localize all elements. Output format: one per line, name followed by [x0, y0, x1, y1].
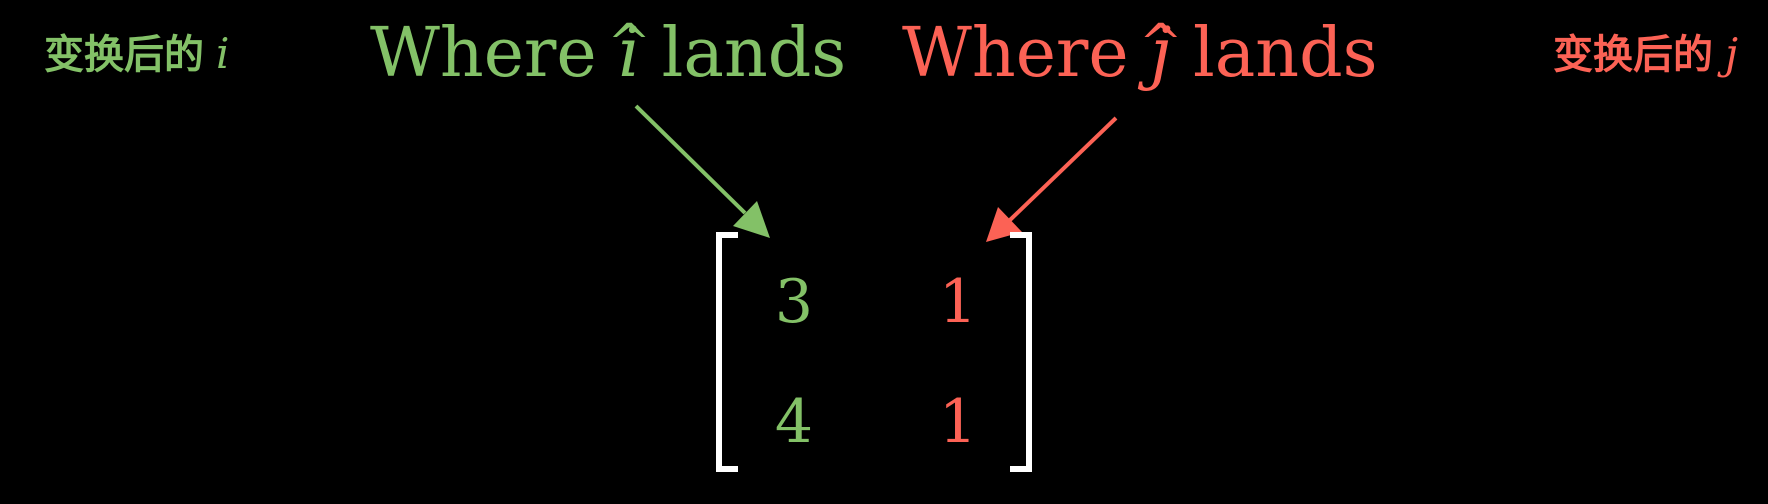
matrix-cell-r2-c1: 4: [774, 387, 814, 457]
i-hat-accent: ^: [607, 14, 651, 74]
i-hat-arrow: [634, 104, 770, 238]
matrix-cell-r2-c2: 1: [938, 387, 978, 457]
matrix-cell-r1-c2: 1: [938, 267, 978, 337]
where-i-prefix: Where: [370, 14, 619, 93]
j-hat-accent: ^: [1139, 14, 1183, 74]
where-i-suffix: lands: [640, 14, 847, 93]
i-hat-arrow-shaft: [634, 104, 747, 215]
j-hat-arrow: [986, 116, 1118, 242]
j-hat-arrow-shaft: [1008, 116, 1118, 222]
i-hat-symbol: i^: [607, 6, 651, 102]
where-j-prefix: Where: [902, 14, 1151, 93]
transformed-i-label: 变换后的 i: [44, 26, 229, 83]
matrix-left-bracket: [716, 232, 738, 472]
transformed-j-variable: j: [1724, 29, 1738, 78]
where-j-hat-lands-caption: Where j^ lands: [902, 6, 1378, 102]
transformation-matrix: 3 1 4 1: [716, 232, 1032, 472]
matrix-cell-r1-c1: 3: [774, 267, 814, 337]
i-hat-variable: i: [618, 14, 641, 93]
where-i-hat-lands-caption: Where i^ lands: [370, 6, 846, 102]
j-hat-variable: j: [1150, 14, 1172, 93]
matrix-right-bracket: [1010, 232, 1032, 472]
j-hat-symbol: j^: [1139, 6, 1183, 102]
transformed-j-chinese-text: 变换后的: [1552, 32, 1713, 78]
transformed-i-chinese-text: 变换后的: [44, 32, 204, 78]
transformed-i-variable: i: [216, 29, 230, 78]
where-j-suffix: lands: [1171, 14, 1378, 93]
i-hat-arrow-head: [733, 201, 770, 238]
